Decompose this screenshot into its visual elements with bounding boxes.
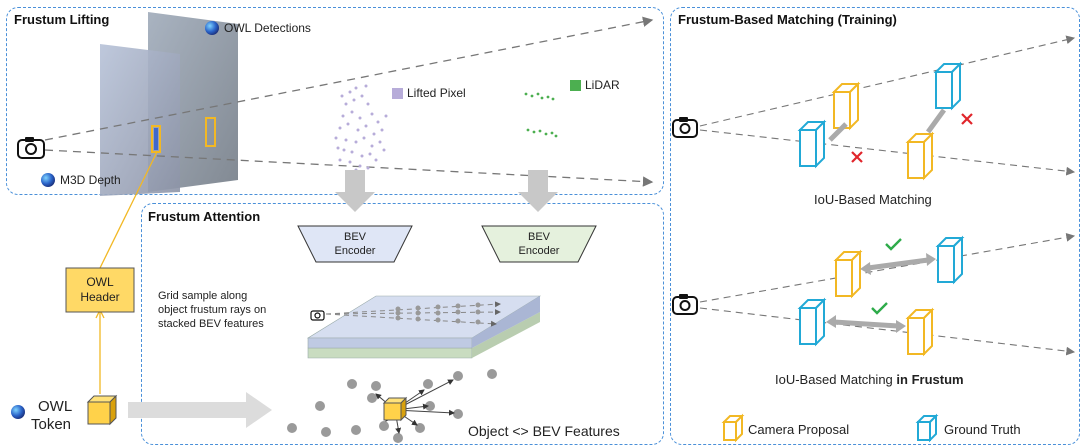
- object-bev-graph: [287, 369, 497, 443]
- owl-header-label: OWL Header: [80, 275, 120, 304]
- frustum-attention-panel: [141, 203, 664, 445]
- camera-icon: [672, 294, 698, 315]
- object-bev-features-label: Object <> BEV Features: [468, 423, 620, 439]
- lifted-pixel-swatch: [392, 88, 403, 99]
- iou-matching-frustum-label: IoU-Based Matching in Frustum: [775, 372, 964, 387]
- cube-icon: [86, 394, 118, 426]
- iou-matching-label: IoU-Based Matching: [814, 192, 932, 207]
- ground-truth-box: [797, 297, 827, 347]
- ground-truth-box: [797, 119, 827, 169]
- camera-proposal-box: [905, 307, 935, 357]
- frustum-attention-title: Frustum Attention: [148, 209, 261, 224]
- grid-sample-caption-1: Grid sample along: [158, 290, 248, 302]
- owl-token-label-line1: OWL: [38, 398, 73, 415]
- camera-proposal-legend-icon: [721, 413, 745, 443]
- ground-truth-legend-icon: [915, 413, 939, 443]
- owl-header-box: [65, 267, 135, 313]
- camera-icon: [672, 117, 698, 138]
- ground-truth-box: [935, 235, 965, 285]
- ground-truth-legend-label: Ground Truth: [944, 422, 1021, 437]
- camera-image-planes: [100, 12, 238, 196]
- frustum-lifting-title: Frustum Lifting: [14, 12, 110, 27]
- camera-icon: [17, 137, 45, 159]
- lidar-swatch: [570, 80, 581, 91]
- owl-token-label-line2: Token: [31, 416, 72, 433]
- iou-matching-frustum-prefix: IoU-Based Matching: [775, 372, 897, 387]
- frustum-lifting-panel: [6, 7, 664, 195]
- frustum-matching-title: Frustum-Based Matching (Training): [678, 12, 897, 27]
- camera-proposal-box: [905, 131, 935, 181]
- camera-icon: [310, 310, 325, 321]
- bev-encoder-lidar-label: BEV Encoder: [518, 231, 560, 257]
- globe-icon: [205, 21, 219, 35]
- bev-encoder-lifted-label: BEV Encoder: [334, 231, 376, 257]
- stacked-bev-features: [306, 295, 542, 359]
- m3d-depth-label: M3D Depth: [60, 173, 121, 187]
- camera-proposal-legend-label: Camera Proposal: [748, 422, 850, 437]
- owl-detections-label: OWL Detections: [224, 21, 311, 35]
- ground-truth-box: [933, 61, 963, 111]
- frustum-matching-panel: [670, 7, 1080, 445]
- camera-proposal-box: [831, 81, 861, 131]
- cross-icon: [851, 113, 973, 163]
- globe-icon: [11, 405, 25, 419]
- lidar-points: [524, 92, 558, 138]
- lifted-pixel-label: Lifted Pixel: [407, 86, 466, 100]
- bev-encoder-lidar: [481, 225, 597, 263]
- lifted-pixel-cloud: [334, 84, 388, 172]
- globe-icon: [41, 173, 55, 187]
- check-icon: [871, 238, 902, 315]
- lidar-label: LiDAR: [585, 78, 620, 92]
- iou-matching-frustum-bold: in Frustum: [896, 372, 964, 387]
- grid-sample-caption-2: object frustum rays on: [158, 304, 267, 316]
- camera-proposal-box: [833, 249, 863, 299]
- grid-sample-caption-3: stacked BEV features: [158, 318, 264, 330]
- bev-encoder-lifted: [297, 225, 413, 263]
